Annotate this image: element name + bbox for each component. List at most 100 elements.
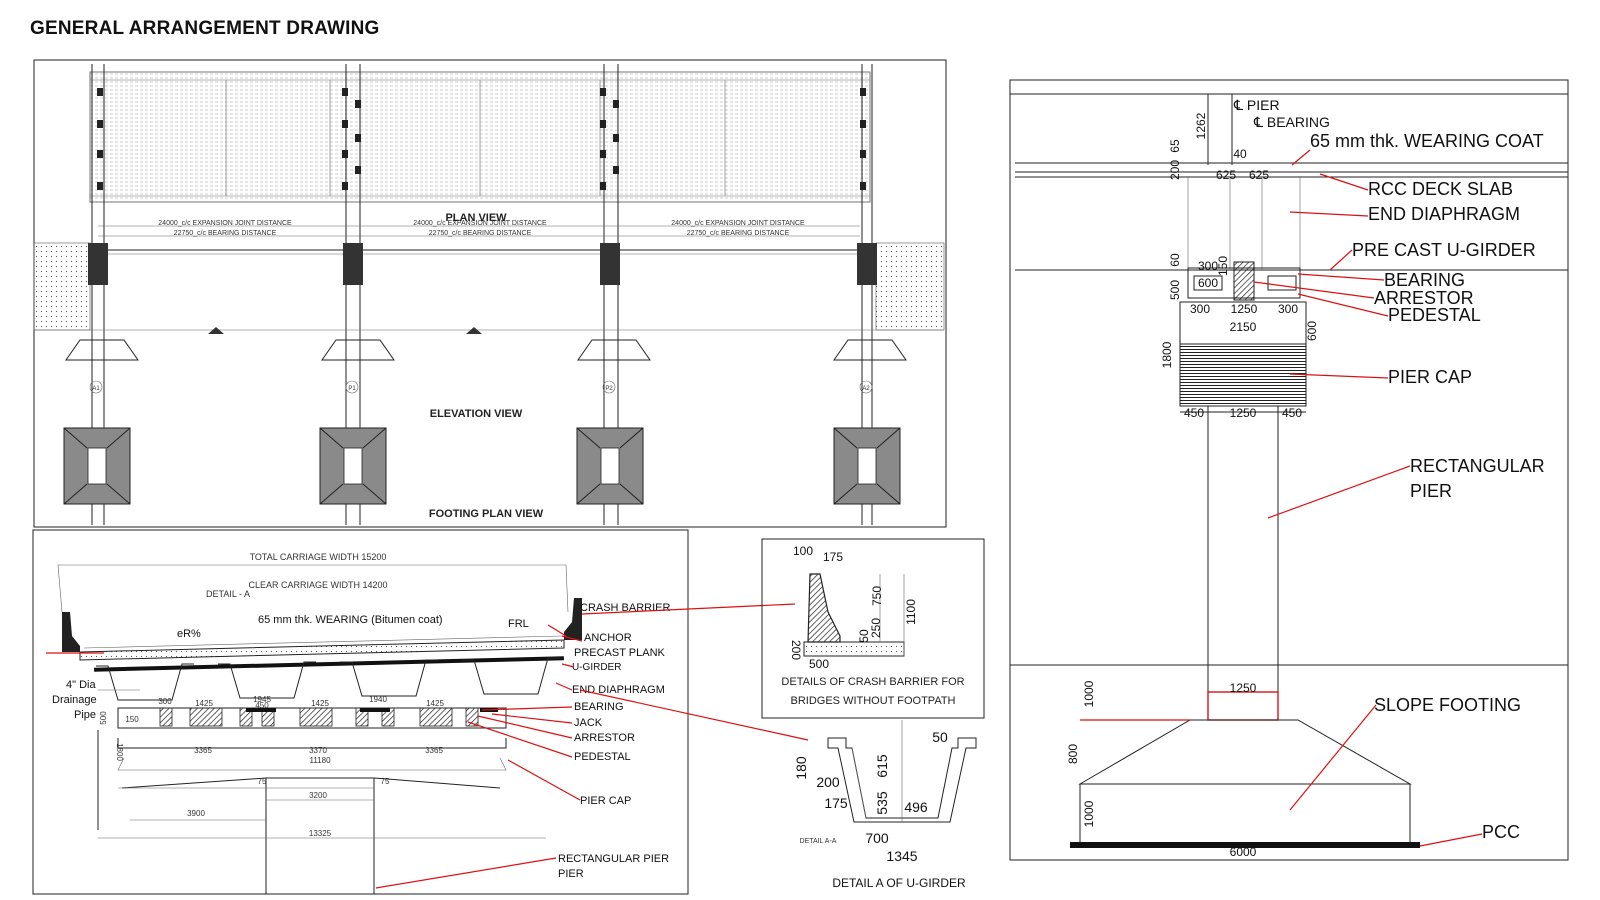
svg-text:1345: 1345 — [886, 848, 917, 864]
svg-text:1250: 1250 — [1231, 302, 1258, 316]
svg-text:300: 300 — [158, 697, 172, 706]
svg-text:450: 450 — [1282, 406, 1302, 420]
svg-text:PCC: PCC — [1482, 822, 1520, 842]
u-girder-caption: DETAIL A OF U-GIRDER — [832, 876, 966, 890]
u-girder-detail: 50 180 200 615 535 175 496 700 1345 DETA… — [793, 720, 977, 890]
svg-text:24000_c/c EXPANSION JOINT DIST: 24000_c/c EXPANSION JOINT DISTANCE — [671, 220, 805, 227]
support-label-p2: P2 — [605, 386, 613, 392]
svg-text:PEDESTAL: PEDESTAL — [1388, 305, 1481, 325]
crash-barrier-caption-2: BRIDGES WITHOUT FOOTPATH — [791, 695, 956, 707]
svg-text:496: 496 — [904, 799, 928, 815]
svg-text:1425: 1425 — [195, 699, 213, 708]
slope-footing — [1078, 719, 1412, 785]
svg-text:600: 600 — [1198, 276, 1218, 290]
svg-text:50: 50 — [932, 729, 948, 745]
svg-text:450: 450 — [255, 701, 269, 710]
wearing-coat-label-pier: 65 mm thk. WEARING COAT — [1310, 131, 1544, 151]
cl-pier-label: ℄ PIER — [1233, 97, 1280, 113]
expansion-joint-dims: 24000_c/c EXPANSION JOINT DISTANCE 24000… — [158, 220, 805, 237]
pier-callouts: RCC DECK SLAB END DIAPHRAGM PRE CAST U-G… — [1352, 179, 1545, 842]
svg-text:RECTANGULAR PIER: RECTANGULAR PIER — [558, 853, 669, 865]
svg-text:1425: 1425 — [426, 699, 444, 708]
svg-text:1000: 1000 — [1082, 680, 1096, 707]
svg-text:625: 625 — [1249, 168, 1269, 182]
frl-label: FRL — [508, 618, 529, 630]
page-title: GENERAL ARRANGEMENT DRAWING — [30, 18, 380, 39]
svg-text:1250: 1250 — [1230, 406, 1257, 420]
svg-text:22750_c/c BEARING DISTANCE: 22750_c/c BEARING DISTANCE — [174, 230, 277, 237]
svg-text:65: 65 — [1168, 139, 1182, 153]
section-callouts: CRASH BARRIER ANCHOR PRECAST PLANK U-GIR… — [558, 602, 671, 865]
svg-text:750: 750 — [870, 586, 884, 606]
cl-bearing-label: ℄ BEARING — [1253, 114, 1330, 130]
svg-text:180: 180 — [793, 756, 809, 780]
svg-text:PRECAST PLANK: PRECAST PLANK — [574, 647, 666, 659]
section-dims: 1425 1945 1425 1940 1425 3365 3370 3365 … — [99, 695, 444, 838]
svg-text:1800: 1800 — [115, 743, 124, 761]
svg-text:END DIAPHRAGM: END DIAPHRAGM — [1368, 204, 1520, 224]
detail-aa-label: DETAIL A-A — [800, 838, 837, 845]
svg-text:3365: 3365 — [425, 746, 443, 755]
total-carriage-label: TOTAL CARRIAGE WIDTH 15200 — [250, 552, 387, 562]
svg-text:1940: 1940 — [369, 695, 387, 704]
svg-text:50: 50 — [857, 629, 871, 643]
svg-text:ARRESTOR: ARRESTOR — [1374, 288, 1474, 308]
svg-text:3900: 3900 — [187, 809, 205, 818]
svg-text:PIER CAP: PIER CAP — [580, 795, 631, 807]
arrestor-block — [1233, 261, 1255, 301]
svg-text:1100: 1100 — [904, 599, 918, 625]
svg-text:100: 100 — [793, 544, 813, 558]
svg-text:500: 500 — [99, 711, 108, 725]
u-girders — [96, 657, 560, 701]
svg-text:250: 250 — [869, 618, 883, 638]
svg-text:2150: 2150 — [1230, 320, 1257, 334]
crash-barrier-left — [62, 612, 80, 652]
svg-text:END DIAPHRAGM: END DIAPHRAGM — [572, 684, 665, 696]
plan-view-label: PLAN VIEW — [445, 212, 507, 224]
svg-text:PIER CAP: PIER CAP — [1388, 367, 1472, 387]
clear-carriage-label: CLEAR CARRIAGE WIDTH 14200 — [248, 580, 387, 590]
svg-text:3370: 3370 — [309, 746, 327, 755]
svg-text:300: 300 — [1278, 302, 1298, 316]
svg-text:75: 75 — [258, 777, 267, 786]
svg-text:22750_c/c BEARING DISTANCE: 22750_c/c BEARING DISTANCE — [687, 230, 790, 237]
svg-text:1800: 1800 — [1160, 341, 1174, 368]
svg-text:625: 625 — [1216, 168, 1236, 182]
svg-text:150: 150 — [125, 715, 139, 724]
footing-plan-drawing — [63, 427, 901, 505]
plan-elevation-panel: PLAN VIEW 24000_c/c EXPANSION JOINT DIST… — [33, 59, 947, 528]
svg-text:615: 615 — [874, 754, 890, 778]
er-label: eR% — [177, 628, 201, 640]
pier-section-panel: 1262 65 200 40 625 625 300 150 600 60 50… — [1009, 79, 1569, 861]
svg-text:200: 200 — [789, 640, 803, 660]
svg-text:PEDESTAL: PEDESTAL — [574, 751, 631, 763]
svg-text:24000_c/c EXPANSION JOINT DIST: 24000_c/c EXPANSION JOINT DISTANCE — [413, 220, 547, 227]
svg-text:11180: 11180 — [309, 756, 331, 765]
svg-text:3200: 3200 — [309, 791, 327, 800]
crash-barrier-detail: 100 175 750 1100 250 50 200 500 DETAILS … — [761, 538, 985, 719]
pier-cap-body — [1179, 343, 1307, 407]
svg-text:300: 300 — [1198, 259, 1218, 273]
svg-text:ANCHOR: ANCHOR — [584, 632, 632, 644]
svg-text:1425: 1425 — [311, 699, 329, 708]
crash-barrier-caption-1: DETAILS OF CRASH BARRIER FOR — [781, 676, 964, 688]
svg-text:150: 150 — [1216, 256, 1230, 276]
svg-text:13325: 13325 — [309, 829, 332, 838]
svg-text:RECTANGULAR: RECTANGULAR — [1410, 456, 1545, 476]
pier-dims: 1262 65 200 40 625 625 300 150 600 60 50… — [1066, 112, 1319, 859]
svg-text:175: 175 — [824, 795, 848, 811]
svg-text:500: 500 — [1168, 280, 1182, 300]
svg-text:1262: 1262 — [1194, 112, 1208, 139]
svg-text:PRE CAST U-GIRDER: PRE CAST U-GIRDER — [1352, 240, 1536, 260]
svg-text:450: 450 — [1184, 406, 1204, 420]
svg-text:JACK: JACK — [574, 717, 603, 729]
svg-text:6000: 6000 — [1230, 845, 1257, 859]
svg-text:75: 75 — [381, 777, 390, 786]
svg-text:500: 500 — [809, 657, 829, 671]
support-label-a1: A1 — [92, 386, 100, 392]
support-label-a2: A2 — [862, 386, 870, 392]
svg-text:700: 700 — [865, 830, 889, 846]
svg-text:U-GIRDER: U-GIRDER — [572, 662, 621, 673]
cross-section-panel: TOTAL CARRIAGE WIDTH 15200 CLEAR CARRIAG… — [32, 529, 689, 895]
